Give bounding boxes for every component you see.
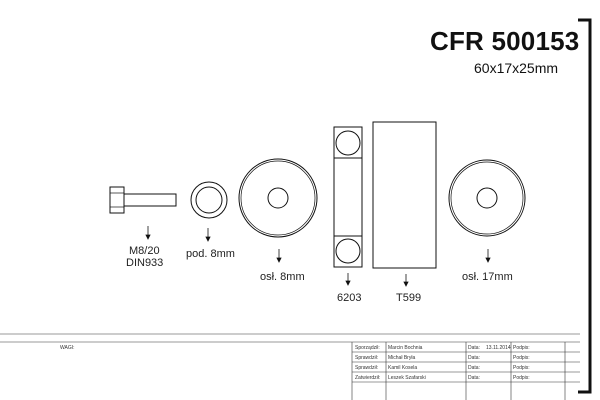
- sheet-border-right: [578, 18, 592, 394]
- row-sign-label: Podpis:: [513, 365, 530, 371]
- washer-17mm-label: osł. 17mm: [462, 271, 513, 283]
- sleeve-drawing: [372, 121, 437, 269]
- row-name: Marcin Bochnia: [388, 345, 423, 351]
- row-date-label: Data:: [468, 355, 480, 361]
- weight-label: WAGI:: [60, 345, 75, 351]
- small-washer-drawing: [190, 181, 228, 219]
- small-washer-label: pod. 8mm: [186, 248, 235, 260]
- row-sign-label: Podpis:: [513, 345, 530, 351]
- row-name: Michał Bryła: [388, 355, 416, 361]
- sleeve-label: T599: [396, 292, 422, 304]
- part-number: CFR 500153: [430, 26, 580, 56]
- row-role: Sprawdził:: [355, 355, 379, 361]
- row-date-label: Data:: [468, 365, 480, 371]
- leader-arrows: [145, 226, 491, 287]
- row-date: 13.11.2014: [486, 345, 511, 351]
- bearing-drawing: [333, 126, 363, 268]
- dimensions-label: 60x17x25mm: [474, 60, 559, 76]
- row-name: Leszek Szafarski: [388, 375, 426, 381]
- row-name: Kamil Kosela: [388, 365, 418, 371]
- washer-8mm-label: osł. 8mm: [260, 271, 305, 283]
- row-date-label: Data:: [468, 345, 480, 351]
- row-role: Sprawdził:: [355, 365, 379, 371]
- bearing-label: 6203: [337, 292, 362, 304]
- row-sign-label: Podpis:: [513, 375, 530, 381]
- title-block-lines: [0, 333, 580, 400]
- bolt-standard-label: DIN933: [126, 257, 164, 269]
- row-role: Sporządził:: [355, 345, 380, 351]
- row-role: Zatwierdził:: [355, 375, 381, 381]
- washer-8mm-drawing: [238, 158, 318, 238]
- bolt-drawing: [109, 186, 177, 214]
- washer-17mm-drawing: [448, 159, 526, 237]
- row-date-label: Data:: [468, 375, 480, 381]
- bolt-size-label: M8/20: [129, 245, 160, 257]
- row-sign-label: Podpis:: [513, 355, 530, 361]
